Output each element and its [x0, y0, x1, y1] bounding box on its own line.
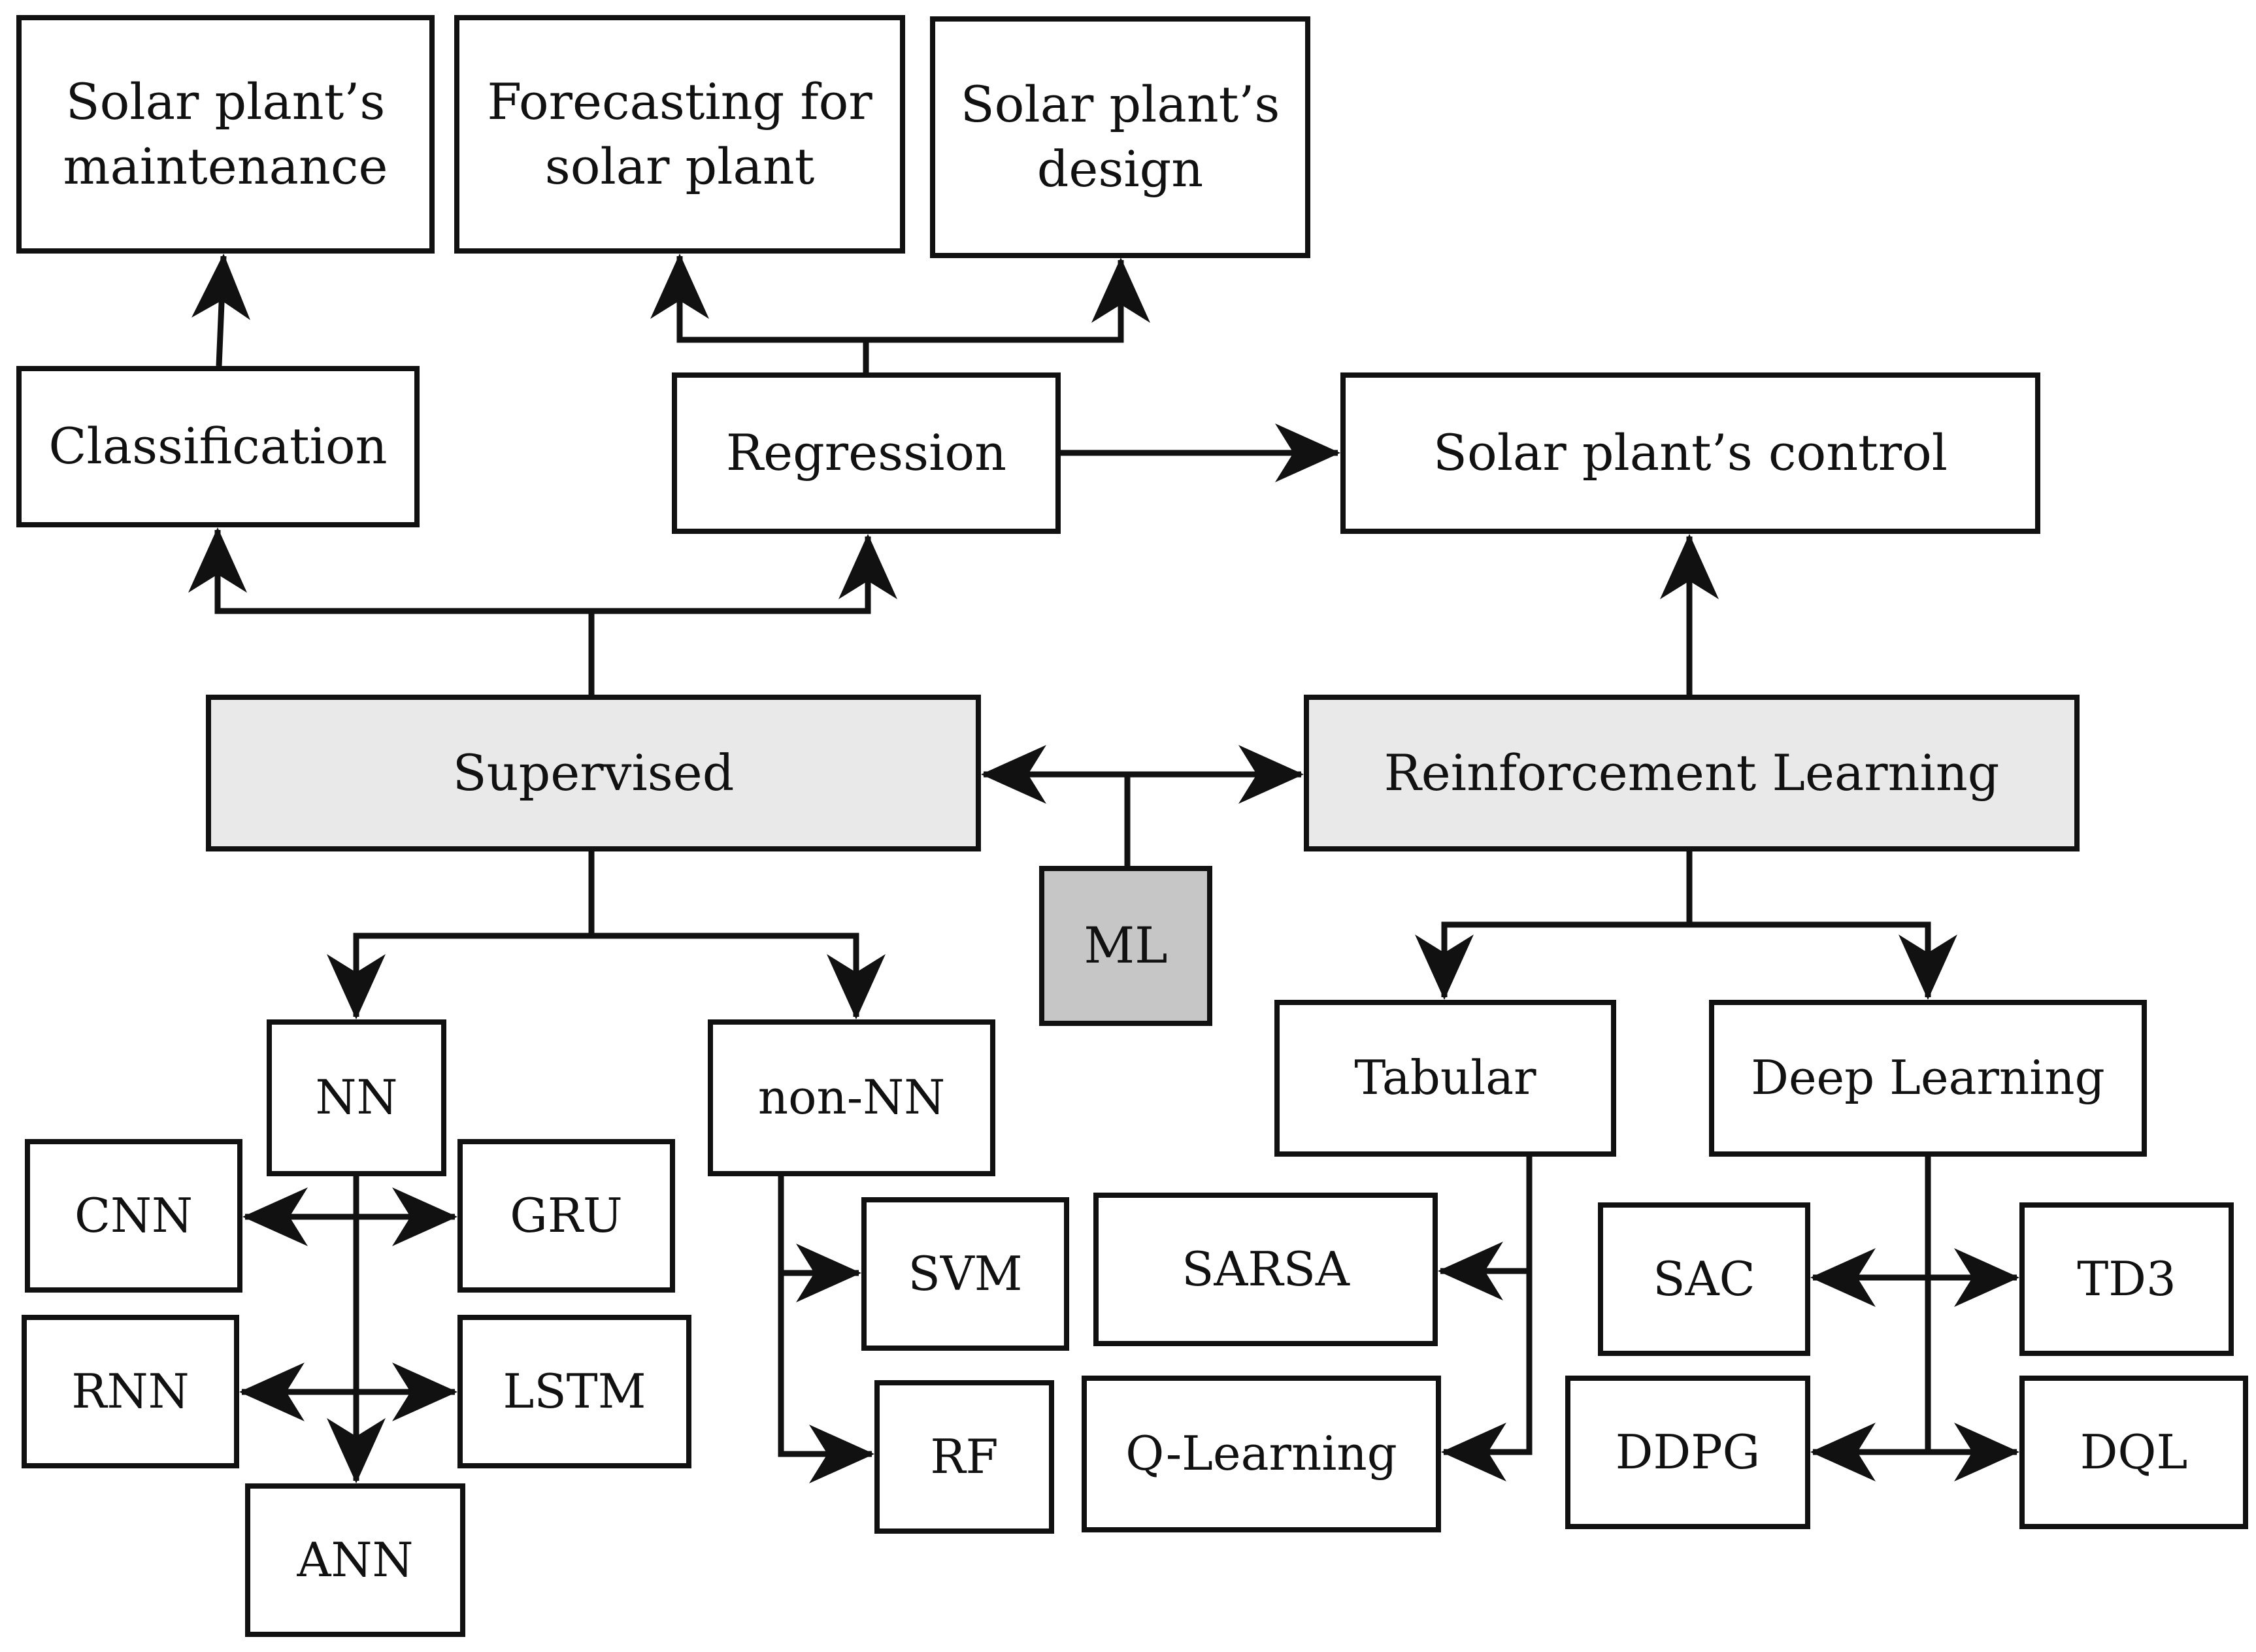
node-reinforcement: Reinforcement Learning: [1304, 695, 2080, 851]
node-sac-label: SAC: [1653, 1251, 1755, 1306]
edge-supervised-nn: [327, 851, 595, 1019]
edge-regression-design: [680, 257, 1150, 343]
node-ddpg: DDPG: [1565, 1376, 1810, 1529]
node-lstm-label: LSTM: [503, 1363, 646, 1419]
node-non-nn: non-NN: [708, 1019, 995, 1176]
edge-classification-maintenance: [191, 254, 250, 367]
node-rnn-label: RNN: [71, 1363, 190, 1419]
edge-tabular-sarsa: [1438, 1157, 1533, 1300]
node-sac: SAC: [1598, 1202, 1810, 1356]
node-rnn: RNN: [22, 1315, 239, 1468]
node-deep-learning: Deep Learning: [1709, 1000, 2147, 1157]
node-nn: NN: [267, 1019, 446, 1176]
node-lstm: LSTM: [457, 1315, 691, 1468]
node-forecasting-label: Forecasting for solar plant: [487, 72, 872, 195]
node-regression-label: Regression: [725, 423, 1007, 482]
node-supervised-label: Supervised: [452, 743, 735, 802]
node-rf: RF: [874, 1380, 1054, 1534]
node-tabular: Tabular: [1274, 1000, 1616, 1157]
node-classification-label: Classification: [48, 417, 388, 476]
node-control-label: Solar plant’s control: [1433, 423, 1948, 482]
edge-supervised-classification: [188, 527, 595, 695]
node-dql: DQL: [2019, 1376, 2248, 1529]
node-forecasting: Forecasting for solar plant: [454, 15, 905, 254]
edge-non-nn-svm: [778, 1176, 861, 1302]
node-maintenance-label: Solar plant’s maintenance: [63, 72, 388, 195]
node-ddpg-label: DDPG: [1615, 1424, 1761, 1479]
edge-supervised-non-nn: [591, 933, 886, 1019]
node-svm-label: SVM: [908, 1246, 1023, 1301]
node-design: Solar plant’s design: [930, 16, 1310, 258]
edge-tabular-q-learning: [1441, 1271, 1533, 1481]
node-cnn-label: CNN: [74, 1187, 193, 1243]
node-ann-label: ANN: [297, 1532, 414, 1587]
node-td3-label: TD3: [2077, 1251, 2176, 1306]
node-supervised: Supervised: [206, 695, 981, 851]
node-sarsa-label: SARSA: [1182, 1241, 1350, 1297]
edge-supervised-regression: [591, 534, 897, 614]
node-rf-label: RF: [930, 1429, 999, 1484]
node-cnn: CNN: [25, 1139, 242, 1293]
node-reinforcement-label: Reinforcement Learning: [1384, 743, 2000, 802]
node-regression: Regression: [672, 372, 1061, 534]
node-deep-learning-label: Deep Learning: [1751, 1050, 2105, 1106]
node-dql-label: DQL: [2080, 1424, 2188, 1479]
node-nn-label: NN: [315, 1070, 398, 1125]
edge-reinforcement-tabular: [1415, 851, 1693, 1000]
node-design-label: Solar plant’s design: [960, 75, 1280, 198]
node-td3: TD3: [2019, 1202, 2234, 1356]
edge-regression-forecasting: [650, 254, 869, 372]
node-tabular-label: Tabular: [1354, 1050, 1536, 1106]
node-q-learning-label: Q-Learning: [1125, 1426, 1397, 1481]
node-ml-label: ML: [1084, 916, 1168, 975]
node-control: Solar plant’s control: [1340, 372, 2040, 534]
node-maintenance: Solar plant’s maintenance: [16, 15, 435, 254]
node-non-nn-label: non-NN: [757, 1070, 946, 1125]
edge-non-nn-rf: [778, 1273, 874, 1483]
node-gru: GRU: [457, 1139, 675, 1293]
node-q-learning: Q-Learning: [1082, 1376, 1441, 1532]
node-ml: ML: [1039, 866, 1212, 1026]
edge-reinforcement-deep-learning: [1689, 921, 1957, 1000]
node-classification: Classification: [16, 366, 420, 527]
node-svm: SVM: [861, 1197, 1069, 1351]
node-sarsa: SARSA: [1093, 1193, 1438, 1346]
node-gru-label: GRU: [510, 1187, 623, 1243]
edge-ml-supervised: [981, 745, 1131, 866]
node-ann: ANN: [245, 1483, 465, 1637]
